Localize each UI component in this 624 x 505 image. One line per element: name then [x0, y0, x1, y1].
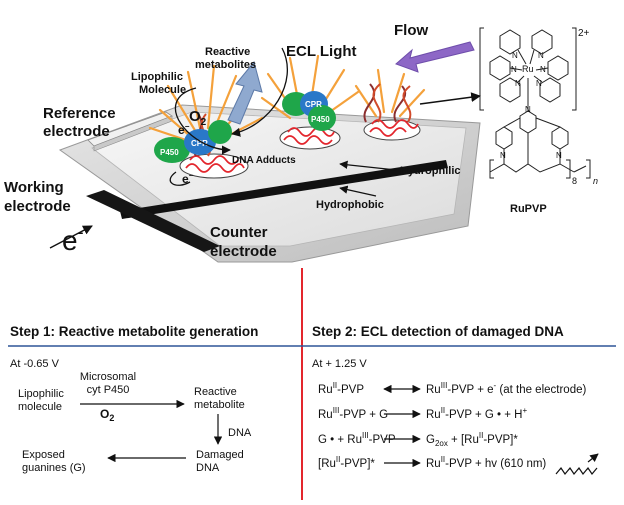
red-film — [185, 119, 419, 173]
reference-electrode-label-1: Reference — [43, 105, 116, 122]
damaged-label-2: DNA — [196, 462, 220, 474]
curved-arrow — [174, 87, 231, 155]
working-electrode-label-1: Working — [4, 179, 64, 196]
n-atom-7: N — [525, 105, 531, 114]
step1-o2: O2 — [100, 407, 114, 423]
ru-atom: Ru — [522, 64, 534, 74]
cpr-label-2: CPR — [305, 100, 322, 109]
lipophilic-label-2: molecule — [18, 401, 62, 413]
n-atom-9: N — [556, 151, 562, 160]
p450-enzyme — [154, 137, 190, 163]
dna-label: DNA — [228, 427, 252, 439]
p450-label-2: P450 — [311, 115, 330, 124]
o2-label: O2 — [189, 108, 207, 128]
flow-label: Flow — [394, 22, 428, 39]
hydrophobic-label: Hydrophobic — [316, 199, 384, 211]
reaction-list: RuII-PVP RuIII-PVP + e- (at the electrode… — [318, 381, 586, 470]
enzymes — [154, 91, 336, 163]
rupvp-structure — [479, 27, 591, 179]
reaction-rhs: RuII-PVP + G • + H+ — [426, 406, 527, 421]
p450-label: P450 — [160, 148, 179, 157]
step2-potential: At + 1.25 V — [312, 358, 367, 370]
n-atom-3: N — [511, 65, 517, 74]
reference-electrode-label-2: electrode — [43, 123, 110, 140]
enzyme-label-2: cyt P450 — [87, 384, 130, 396]
rupvp-label: RuPVP — [510, 203, 547, 215]
flow-arrow — [395, 41, 475, 73]
hydrophilic-label: Hydrophilic — [400, 165, 461, 177]
reaction-lhs: RuII-PVP — [318, 381, 364, 396]
subscript-8: 8 — [572, 176, 577, 186]
n-atom-5: N — [515, 79, 521, 88]
n-atom-2: N — [538, 51, 544, 60]
electron-arrow — [49, 225, 93, 249]
cpr-label: CPR — [191, 139, 208, 148]
reaction-rhs: RuIII-PVP + e- (at the electrode) — [426, 381, 586, 396]
counter-electrode-label-1: Counter — [210, 224, 268, 241]
enzyme-label-1: Microsomal — [80, 371, 136, 383]
e-minus-label: e- — [62, 222, 84, 256]
structure-pointer — [419, 92, 481, 105]
counter-electrode-bar — [120, 160, 448, 219]
reaction-lhs: G • + RuIII-PVP — [318, 431, 396, 446]
hydrophilic-pointer — [339, 160, 397, 171]
n-atom-1: N — [512, 51, 518, 60]
n-atom-8: N — [500, 151, 506, 160]
reactive-label-2: metabolite — [194, 399, 245, 411]
exposed-label-2: guanines (G) — [22, 462, 86, 474]
reaction-rhs: G2ox + [RuII-PVP]* — [426, 431, 518, 448]
hydrophobic-pointer — [339, 185, 377, 197]
step1-potential: At -0.65 V — [10, 358, 60, 370]
electron-label-2: e− — [182, 171, 194, 186]
reactive-label-1: Reactive — [194, 386, 237, 398]
lipophilic-molecule-label-1: Lipophilic — [131, 71, 183, 83]
ecl-light-label: ECL Light — [286, 43, 357, 60]
light-squiggle — [555, 466, 598, 476]
metabolite-arrow — [227, 60, 263, 125]
subscript-n: n — [593, 176, 598, 186]
working-electrode-bar — [86, 190, 220, 252]
reaction-rhs: RuII-PVP + hv (610 nm) — [426, 455, 546, 470]
reactive-metabolites-label-2: metabolites — [195, 59, 256, 71]
lipophilic-molecule-label-2: Molecule — [139, 84, 186, 96]
electron-label-1: e− — [178, 122, 190, 137]
counter-electrode-label-2: electrode — [210, 243, 277, 260]
step2-title: Step 2: ECL detection of damaged DNA — [312, 324, 564, 339]
charge-label: 2+ — [578, 28, 590, 39]
n-atom-4: N — [540, 65, 546, 74]
reaction-lhs: [RuII-PVP]* — [318, 455, 375, 470]
reaction-lhs: RuIII-PVP + G — [318, 406, 388, 421]
reactive-metabolites-label-1: Reactive — [205, 46, 250, 58]
dna-adducts-label: DNA Adducts — [232, 155, 296, 166]
n-atom-6: N — [536, 79, 542, 88]
step1-title: Step 1: Reactive metabolite generation — [10, 324, 258, 339]
working-electrode-label-2: electrode — [4, 198, 71, 215]
damaged-label-1: Damaged — [196, 449, 244, 461]
electrode-illustration: P450 CPR CPR P450 — [49, 41, 481, 263]
exposed-label-1: Exposed — [22, 449, 65, 461]
lipophilic-label-1: Lipophilic — [18, 388, 64, 400]
